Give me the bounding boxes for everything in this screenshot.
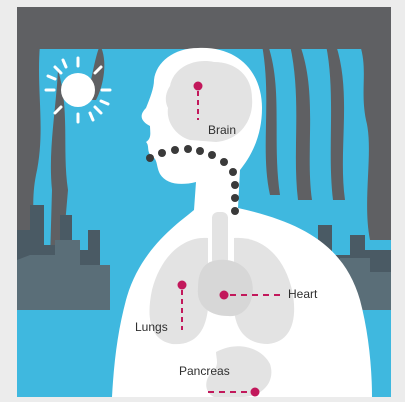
- heart-label: Heart: [288, 287, 317, 301]
- pancreas-label: Pancreas: [179, 364, 230, 378]
- lungs-label: Lungs: [135, 320, 168, 334]
- heart-organ: [198, 260, 253, 316]
- trachea: [212, 212, 228, 266]
- brain-label: Brain: [208, 123, 236, 137]
